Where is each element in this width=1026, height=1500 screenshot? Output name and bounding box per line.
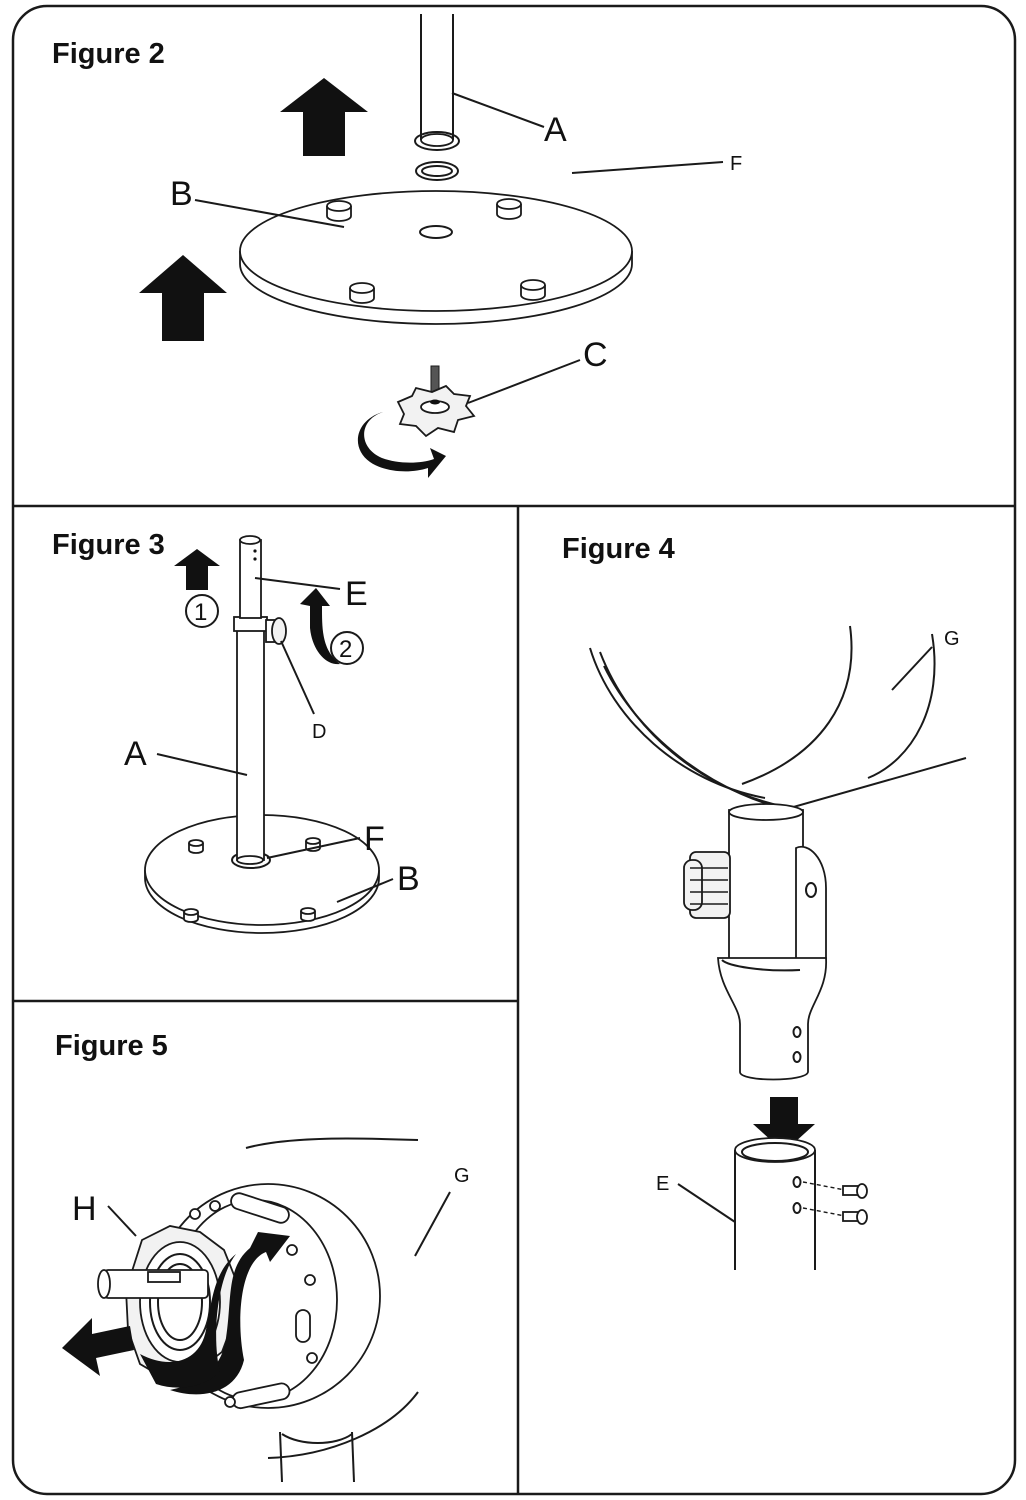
callout-h: H — [72, 1190, 97, 1228]
rubber-foot — [188, 839, 204, 854]
step-badge — [330, 631, 364, 665]
arrow-up-icon — [139, 255, 227, 341]
arrow-down-icon — [753, 1097, 815, 1152]
step-badge — [185, 594, 219, 628]
leader-line — [194, 199, 345, 228]
callout-b: B — [397, 860, 420, 898]
callout-e: E — [345, 575, 368, 613]
rubber-foot — [520, 279, 546, 301]
curved-arrow-icon — [357, 412, 446, 478]
step-2-label: 2 — [339, 636, 352, 663]
curved-arrow-icon — [170, 1232, 290, 1395]
rubber-foot — [496, 198, 522, 220]
figure-4: Figure 4 — [562, 533, 967, 1270]
base-plate-b — [144, 814, 380, 934]
arrow-up-icon — [280, 78, 368, 156]
callout-f: F — [730, 153, 742, 175]
callout-g: G — [454, 1165, 470, 1187]
figure-title: Figure 4 — [562, 533, 675, 565]
tube-a — [236, 626, 265, 861]
curved-arrow-icon — [140, 1254, 236, 1388]
vent-slots — [189, 1192, 318, 1410]
curved-arrow-icon — [300, 588, 340, 665]
outer-frame — [11, 4, 1017, 1496]
leader-line — [254, 577, 341, 590]
figure-title: Figure 3 — [52, 529, 165, 561]
extension-tube-e — [734, 1137, 816, 1270]
leader-line — [266, 837, 361, 859]
figure-3: Figure 3 1 2 — [52, 529, 420, 934]
leader-line — [571, 161, 724, 174]
figure-title: Figure 2 — [52, 38, 165, 70]
callout-c: C — [583, 336, 608, 374]
tilt-knob — [683, 851, 731, 919]
lock-knob-d — [265, 617, 287, 645]
arrow-up-icon — [174, 549, 220, 590]
callout-a: A — [124, 735, 147, 773]
leader-line — [677, 1183, 736, 1223]
leader-line — [891, 646, 933, 691]
callout-b: B — [170, 175, 193, 213]
rubber-foot — [300, 907, 316, 922]
tube-collar — [233, 616, 268, 632]
rubber-foot — [326, 200, 352, 222]
ring-f — [415, 161, 459, 181]
star-knob-c — [396, 365, 476, 438]
callout-e: E — [656, 1173, 669, 1195]
figure-5: Figure 5 — [55, 1030, 470, 1483]
callout-f: F — [364, 820, 385, 858]
callout-a: A — [544, 111, 567, 149]
leader-line — [414, 1191, 451, 1257]
leader-line — [280, 640, 315, 715]
leader-line — [156, 753, 248, 776]
rubber-foot — [183, 908, 199, 923]
leader-line — [451, 92, 545, 128]
fan-housing-g — [589, 625, 967, 813]
leader-line — [467, 359, 581, 404]
callout-g: G — [944, 628, 960, 650]
neck-connector — [717, 803, 827, 1081]
tube-a — [414, 14, 460, 151]
screw — [802, 1207, 868, 1225]
screw — [802, 1181, 868, 1199]
figure-2: Figure 2 — [52, 14, 742, 478]
motor-shaft — [97, 1269, 209, 1299]
leader-line — [107, 1205, 137, 1237]
rubber-foot — [349, 282, 375, 304]
arrow-left-icon — [62, 1318, 134, 1376]
figure-title: Figure 5 — [55, 1030, 168, 1062]
step-1-label: 1 — [194, 599, 207, 626]
callout-d: D — [312, 721, 326, 743]
leader-line — [336, 878, 394, 903]
base-plate-b — [239, 190, 633, 325]
